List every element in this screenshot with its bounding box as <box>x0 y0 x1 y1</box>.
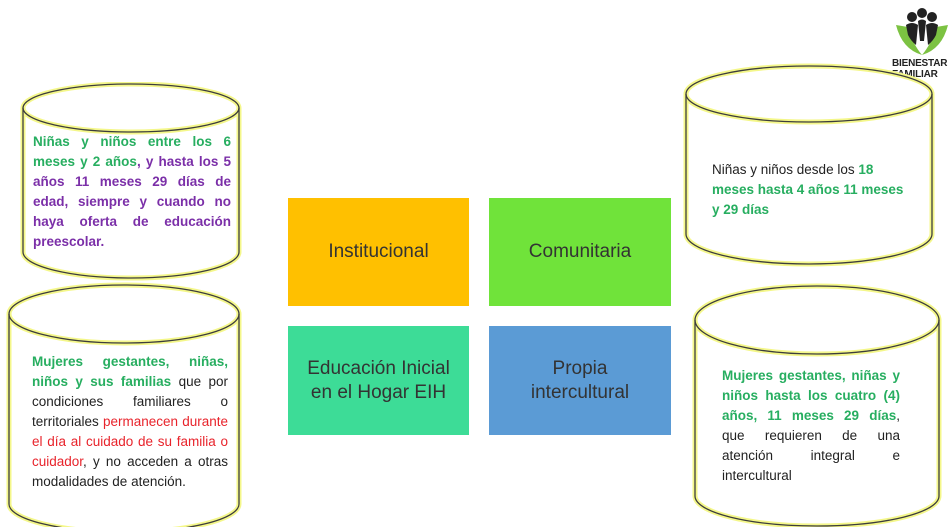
cylinder-shape <box>6 282 242 527</box>
beneficiaries-text: Mujeres gestantes, niñas, niños y sus fa… <box>32 354 228 389</box>
care-text: permanecen durante el día al cuidado de … <box>32 414 228 469</box>
access-text: , y no acceden a otras modalidades de at… <box>32 454 228 489</box>
cylinder-bottom-left: Mujeres gestantes, niñas, niños y sus fa… <box>6 282 242 527</box>
cylinder-bottom-right: Mujeres gestantes, niñas y niños hasta l… <box>692 282 942 527</box>
box-propia-intercultural: Propia intercultural <box>489 326 671 435</box>
cylinder-bottom-left-text: Mujeres gestantes, niñas, niños y sus fa… <box>32 352 228 492</box>
cylinder-shape <box>692 283 942 527</box>
care-text: , que requieren de una atención integral… <box>722 408 900 483</box>
condition-text: , y hasta los 5 años 11 meses 29 días de… <box>33 154 231 249</box>
box-propia-label: Propia intercultural <box>530 357 630 403</box>
box-comunitaria-label: Comunitaria <box>528 241 632 262</box>
box-eih: Educación Inicial en el Hogar EIH <box>288 326 469 435</box>
logo-text: BIENESTAR FAMILIAR <box>892 58 947 80</box>
intro-text: Niñas y niños desde los <box>712 162 859 177</box>
bienestar-familiar-logo <box>892 5 951 85</box>
age-range-text: Niñas y niños entre los 6 meses y 2 años <box>33 134 231 169</box>
cylinder-top-right: Niñas y niños desde los 18 meses hasta 4… <box>683 58 935 270</box>
family-figures-icon <box>896 8 948 55</box>
box-institucional-label: Institucional <box>328 241 429 262</box>
cylinder-top-right-text: Niñas y niños desde los 18 meses hasta 4… <box>712 160 912 220</box>
box-eih-label: Educación Inicial en el Hogar EIH <box>307 357 450 403</box>
condition-text: que por condiciones familiares o territo… <box>32 374 229 429</box>
cylinder-top-left: Niñas y niños entre los 6 meses y 2 años… <box>20 82 242 282</box>
beneficiaries-text: Mujeres gestantes, niñas y niños hasta l… <box>722 368 900 423</box>
logo-line-1: BIENESTAR <box>892 58 948 69</box>
cylinder-top-left-text: Niñas y niños entre los 6 meses y 2 años… <box>33 132 231 252</box>
cylinder-shape <box>20 82 242 281</box>
box-institucional: Institucional <box>288 198 469 306</box>
logo-line-2: FAMILIAR <box>892 69 938 80</box>
cylinder-bottom-right-text: Mujeres gestantes, niñas y niños hasta l… <box>722 366 900 486</box>
cylinder-shape <box>683 63 935 267</box>
box-comunitaria: Comunitaria <box>489 198 671 306</box>
age-range-text: 18 meses hasta 4 años 11 meses y 29 días <box>712 162 904 217</box>
